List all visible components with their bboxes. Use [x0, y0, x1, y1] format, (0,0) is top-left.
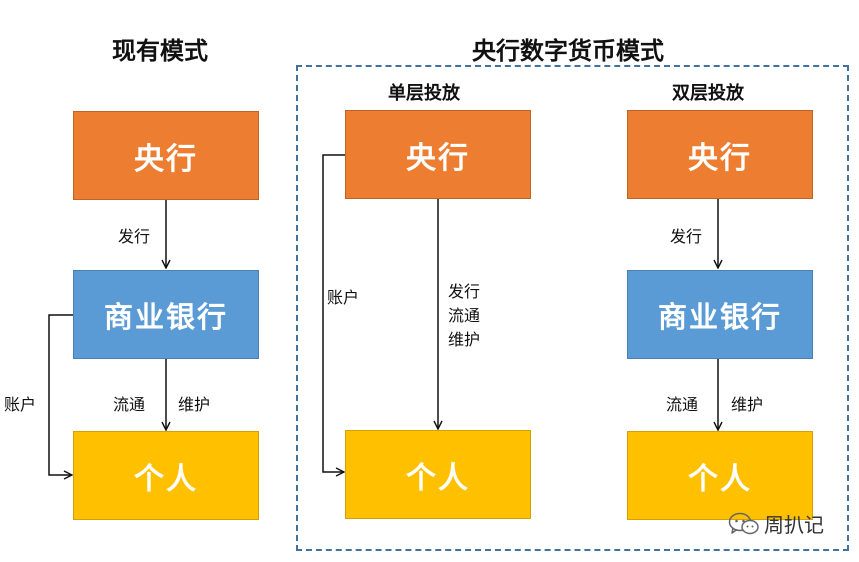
double-commercial-bank-box: 商业银行 — [627, 270, 813, 359]
digital-model-title: 央行数字货币模式 — [472, 37, 664, 65]
current-issue-label: 发行 — [118, 227, 151, 246]
wechat-icon — [728, 512, 759, 534]
double-circulation-label: 流通 — [666, 395, 699, 414]
current-central-bank-box: 央行 — [73, 111, 259, 200]
single-issue-label: 发行 — [448, 282, 481, 301]
single-account-label: 账户 — [327, 288, 360, 307]
digital-model-frame — [296, 65, 849, 551]
current-account-label: 账户 — [4, 395, 37, 414]
single-layer-title: 单层投放 — [388, 83, 460, 104]
double-commercial-bank-label: 商业银行 — [657, 299, 782, 334]
single-circulation-label: 流通 — [448, 306, 481, 325]
double-central-bank-box: 央行 — [627, 110, 813, 199]
double-maintenance-label: 维护 — [731, 395, 764, 414]
current-commercial-bank-label: 商业银行 — [103, 299, 228, 334]
single-flow-labels: 发行 流通 维护 — [448, 280, 484, 352]
current-commercial-bank-box: 商业银行 — [73, 270, 259, 359]
current-account-arrow — [48, 314, 73, 475]
current-central-bank-label: 央行 — [134, 141, 198, 177]
single-account-arrow — [322, 154, 345, 472]
single-central-bank-box: 央行 — [345, 110, 531, 199]
single-maintenance-label: 维护 — [448, 330, 481, 349]
current-model-title: 现有模式 — [112, 37, 208, 65]
watermark: 周扒记 — [728, 509, 824, 538]
double-issue-label: 发行 — [670, 227, 703, 246]
current-individual-box: 个人 — [73, 431, 259, 520]
double-central-bank-label: 央行 — [688, 140, 752, 176]
current-circulation-label: 流通 — [113, 395, 146, 414]
double-individual-label: 个人 — [688, 461, 752, 497]
single-central-bank-label: 央行 — [406, 140, 470, 176]
single-individual-box: 个人 — [345, 430, 531, 519]
single-individual-label: 个人 — [406, 460, 470, 496]
watermark-text: 周扒记 — [764, 513, 824, 537]
current-maintenance-label: 维护 — [178, 395, 211, 414]
current-individual-label: 个人 — [134, 461, 198, 497]
double-individual-box: 个人 — [627, 431, 813, 520]
double-layer-title: 双层投放 — [672, 83, 744, 104]
